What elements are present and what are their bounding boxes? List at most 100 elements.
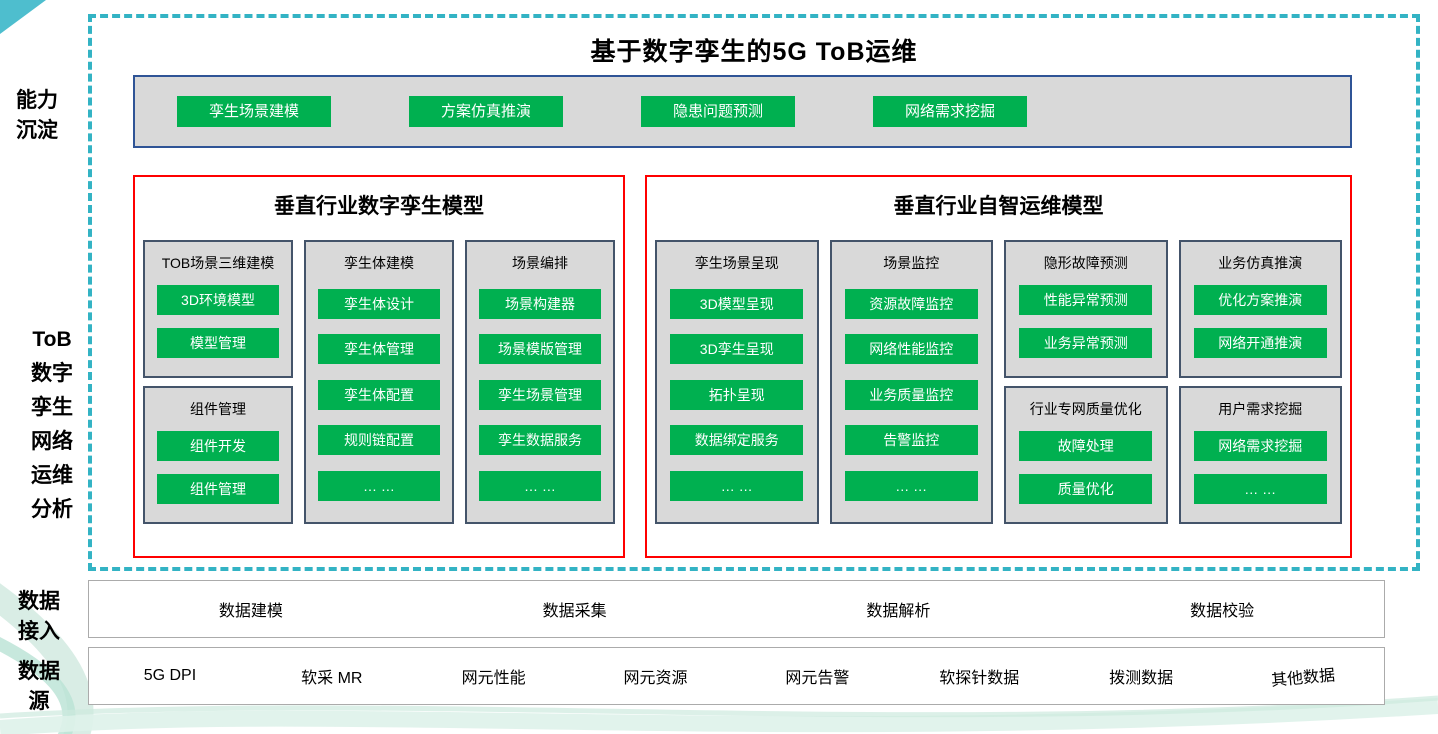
module-item: 数据绑定服务 (670, 425, 804, 455)
module-item: 孪生数据服务 (479, 425, 601, 455)
twin-model-panel: 垂直行业数字孪生模型 TOB场景三维建模 3D环境模型 模型管理 组件管理 组件… (133, 175, 625, 558)
data-access-item: 数据校验 (1190, 603, 1255, 620)
module-item: 资源故障监控 (844, 288, 978, 319)
data-source-item: 软探针数据 (939, 670, 1020, 687)
data-access-item: 数据采集 (542, 603, 607, 620)
side-label-tob-line: 分析 (31, 498, 73, 521)
data-access-row: 数据建模 数据采集 数据解析 数据校验 (88, 580, 1385, 638)
twin-model-panel-title: 垂直行业数字孪生模型 (274, 195, 484, 218)
module-item: … … (1193, 473, 1327, 504)
group-items: 优化方案推演 网络开通推演 (1185, 273, 1337, 370)
module-item: 孪生体设计 (318, 288, 440, 319)
group-box: TOB场景三维建模 3D环境模型 模型管理 (143, 240, 293, 378)
module-item: … … (844, 470, 978, 501)
main-boundary: 基于数字孪生的5G ToB运维 (88, 14, 1420, 571)
data-access-item: 数据建模 (218, 603, 283, 620)
group-items: 组件开发 组件管理 (149, 419, 287, 516)
column: 业务仿真推演 优化方案推演 网络开通推演 用户需求挖掘 网络需求挖掘 … … (1178, 240, 1342, 524)
group-title: 用户需求挖掘 (1218, 401, 1303, 417)
module-item: 模型管理 (157, 327, 279, 358)
module-item: 优化方案推演 (1193, 285, 1327, 316)
module-item: 质量优化 (1019, 473, 1153, 504)
module-item: 性能异常预测 (1019, 285, 1153, 316)
capability-item: 网络需求挖掘 (873, 96, 1028, 127)
module-item: … … (318, 470, 440, 501)
module-item: 场景模版管理 (479, 334, 601, 364)
group-box: 场景监控 资源故障监控 网络性能监控 业务质量监控 告警监控 … … (829, 240, 993, 524)
column: 隐形故障预测 性能异常预测 业务异常预测 行业专网质量优化 故障处理 质量优化 (1004, 240, 1168, 524)
ops-model-panel-title: 垂直行业自智运维模型 (893, 195, 1104, 218)
column: TOB场景三维建模 3D环境模型 模型管理 组件管理 组件开发 组件管理 (143, 240, 293, 524)
module-item: 3D环境模型 (157, 285, 279, 316)
module-item: 网络性能监控 (844, 334, 978, 364)
capability-item: 方案仿真推演 (409, 96, 564, 127)
capability-item: 孪生场景建模 (177, 96, 332, 127)
ops-model-columns: 孪生场景呈现 3D模型呈现 3D孪生呈现 拓扑呈现 数据绑定服务 … … 场景监… (655, 240, 1342, 524)
data-source-item: 5G DPI (143, 667, 197, 684)
group-box: 业务仿真推演 优化方案推演 网络开通推演 (1178, 240, 1342, 378)
module-item: 组件开发 (157, 431, 279, 462)
module-item: … … (479, 470, 601, 501)
group-title: 隐形故障预测 (1043, 255, 1128, 271)
module-item: … … (670, 470, 804, 501)
module-item: 告警监控 (844, 425, 978, 455)
group-box: 孪生体建模 孪生体设计 孪生体管理 孪生体配置 规则链配置 … … (304, 240, 454, 524)
group-items: 3D环境模型 模型管理 (149, 273, 287, 370)
data-source-item: 拨测数据 (1109, 670, 1174, 687)
diagram-title: 基于数字孪生的5G ToB运维 (590, 38, 918, 66)
capability-item: 隐患问题预测 (641, 96, 796, 127)
column: 孪生体建模 孪生体设计 孪生体管理 孪生体配置 规则链配置 … … (304, 240, 454, 524)
column: 场景监控 资源故障监控 网络性能监控 业务质量监控 告警监控 … … (829, 240, 993, 524)
group-box: 组件管理 组件开发 组件管理 (143, 386, 293, 524)
group-items: 故障处理 质量优化 (1010, 419, 1162, 516)
side-label-capability: 能力沉淀 (16, 89, 58, 142)
group-items: 3D模型呈现 3D孪生呈现 拓扑呈现 数据绑定服务 … … (661, 273, 813, 516)
group-title: 业务仿真推演 (1218, 255, 1303, 271)
group-title: 组件管理 (190, 401, 246, 417)
column: 场景编排 场景构建器 场景模版管理 孪生场景管理 孪生数据服务 … … (465, 240, 615, 524)
group-box: 隐形故障预测 性能异常预测 业务异常预测 (1004, 240, 1168, 378)
data-source-item: 其他数据 (1270, 667, 1336, 690)
module-item: 孪生场景管理 (479, 379, 601, 410)
group-items: 孪生体设计 孪生体管理 孪生体配置 规则链配置 … … (310, 273, 448, 516)
group-items: 性能异常预测 业务异常预测 (1010, 273, 1162, 370)
capability-bar: 孪生场景建模 方案仿真推演 隐患问题预测 网络需求挖掘 (133, 75, 1352, 148)
group-items: 网络需求挖掘 … … (1185, 419, 1337, 516)
group-box: 行业专网质量优化 故障处理 质量优化 (1004, 386, 1168, 524)
module-item: 规则链配置 (318, 425, 440, 455)
module-item: 业务质量监控 (844, 379, 978, 410)
module-item: 网络开通推演 (1193, 327, 1327, 358)
group-box: 场景编排 场景构建器 场景模版管理 孪生场景管理 孪生数据服务 … … (465, 240, 615, 524)
group-box: 孪生场景呈现 3D模型呈现 3D孪生呈现 拓扑呈现 数据绑定服务 … … (655, 240, 819, 524)
data-source-item: 网元告警 (785, 670, 850, 687)
side-label-data-access: 数据接入 (18, 590, 60, 643)
module-item: 网络需求挖掘 (1193, 431, 1327, 462)
module-item: 拓扑呈现 (670, 379, 804, 410)
data-source-item: 网元资源 (623, 670, 688, 687)
column: 孪生场景呈现 3D模型呈现 3D孪生呈现 拓扑呈现 数据绑定服务 … … (655, 240, 819, 524)
group-box: 用户需求挖掘 网络需求挖掘 … … (1178, 386, 1342, 524)
data-source-item: 软采 MR (301, 670, 363, 687)
data-source-item: 网元性能 (461, 670, 526, 687)
data-access-item: 数据解析 (866, 603, 931, 620)
group-items: 场景构建器 场景模版管理 孪生场景管理 孪生数据服务 … … (471, 273, 609, 516)
group-title: 行业专网质量优化 (1029, 401, 1142, 417)
group-items: 资源故障监控 网络性能监控 业务质量监控 告警监控 … … (836, 273, 988, 516)
module-item: 业务异常预测 (1019, 327, 1153, 358)
module-item: 故障处理 (1019, 431, 1153, 462)
module-item: 孪生体管理 (318, 334, 440, 364)
ops-model-panel: 垂直行业自智运维模型 孪生场景呈现 3D模型呈现 3D孪生呈现 拓扑呈现 数据绑… (645, 175, 1352, 558)
side-label-tob: ToB 数字 孪生 网络 运维 分析 (26, 323, 78, 527)
module-item: 孪生体配置 (318, 379, 440, 410)
twin-model-columns: TOB场景三维建模 3D环境模型 模型管理 组件管理 组件开发 组件管理 孪 (143, 240, 615, 524)
side-label-tob-line: 数字 (31, 362, 73, 385)
side-label-tob-line: 网络 (31, 430, 73, 453)
module-item: 场景构建器 (479, 288, 601, 319)
data-source-row: 5G DPI 软采 MR 网元性能 网元资源 网元告警 软探针数据 拨测数据 其… (88, 647, 1385, 705)
side-label-data-source: 数据源 (18, 660, 60, 713)
group-title: TOB场景三维建模 (161, 255, 275, 271)
side-label-tob-line: ToB (32, 328, 72, 351)
group-title: 孪生体建模 (344, 255, 414, 271)
